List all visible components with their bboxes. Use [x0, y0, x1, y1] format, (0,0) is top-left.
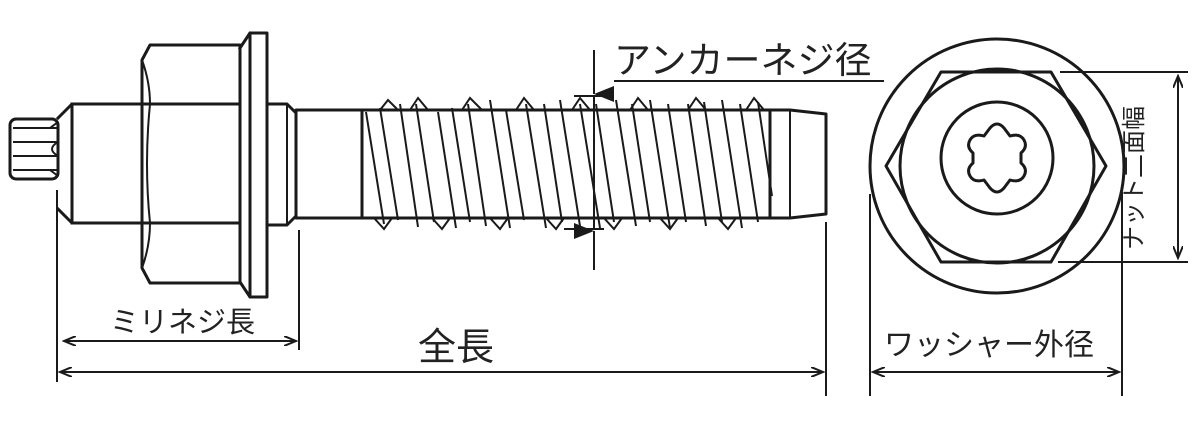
metric-thread-length-label: ミリネジ長 — [110, 305, 255, 339]
washer-diameter-label: ワッシャー外径 — [884, 328, 1094, 363]
total-length-dimension: 全長 — [60, 325, 823, 372]
side-view: アンカーネジ径 ミリネジ長 全長 — [8, 31, 884, 396]
washer — [237, 31, 269, 299]
end-view: ナット二面幅 ワッシャー外径 — [868, 37, 1188, 396]
washer-outline — [868, 37, 1126, 295]
metric-thread-length-dimension: ミリネジ長 — [64, 305, 296, 341]
drive-tip — [8, 117, 60, 181]
hex-nut-outline — [884, 70, 1108, 264]
thread-crests-bottom — [373, 217, 737, 231]
thread-crests-top — [379, 96, 765, 111]
anchor-thread-diameter-dimension: アンカーネジ径 — [564, 39, 884, 270]
hexalobular-drive-icon — [967, 122, 1027, 194]
shank-circle — [939, 100, 1055, 216]
nut-bearing-circle — [898, 67, 1096, 265]
nut-width-label: ナット二面幅 — [1120, 106, 1148, 250]
hex-nut — [140, 43, 242, 285]
washer-diameter-dimension: ワッシャー外径 — [869, 192, 1123, 396]
anchor-thread — [360, 96, 828, 231]
total-length-label: 全長 — [418, 325, 494, 369]
thread-lines — [365, 99, 773, 229]
anchor-thread-diameter-label: アンカーネジ径 — [614, 39, 872, 82]
